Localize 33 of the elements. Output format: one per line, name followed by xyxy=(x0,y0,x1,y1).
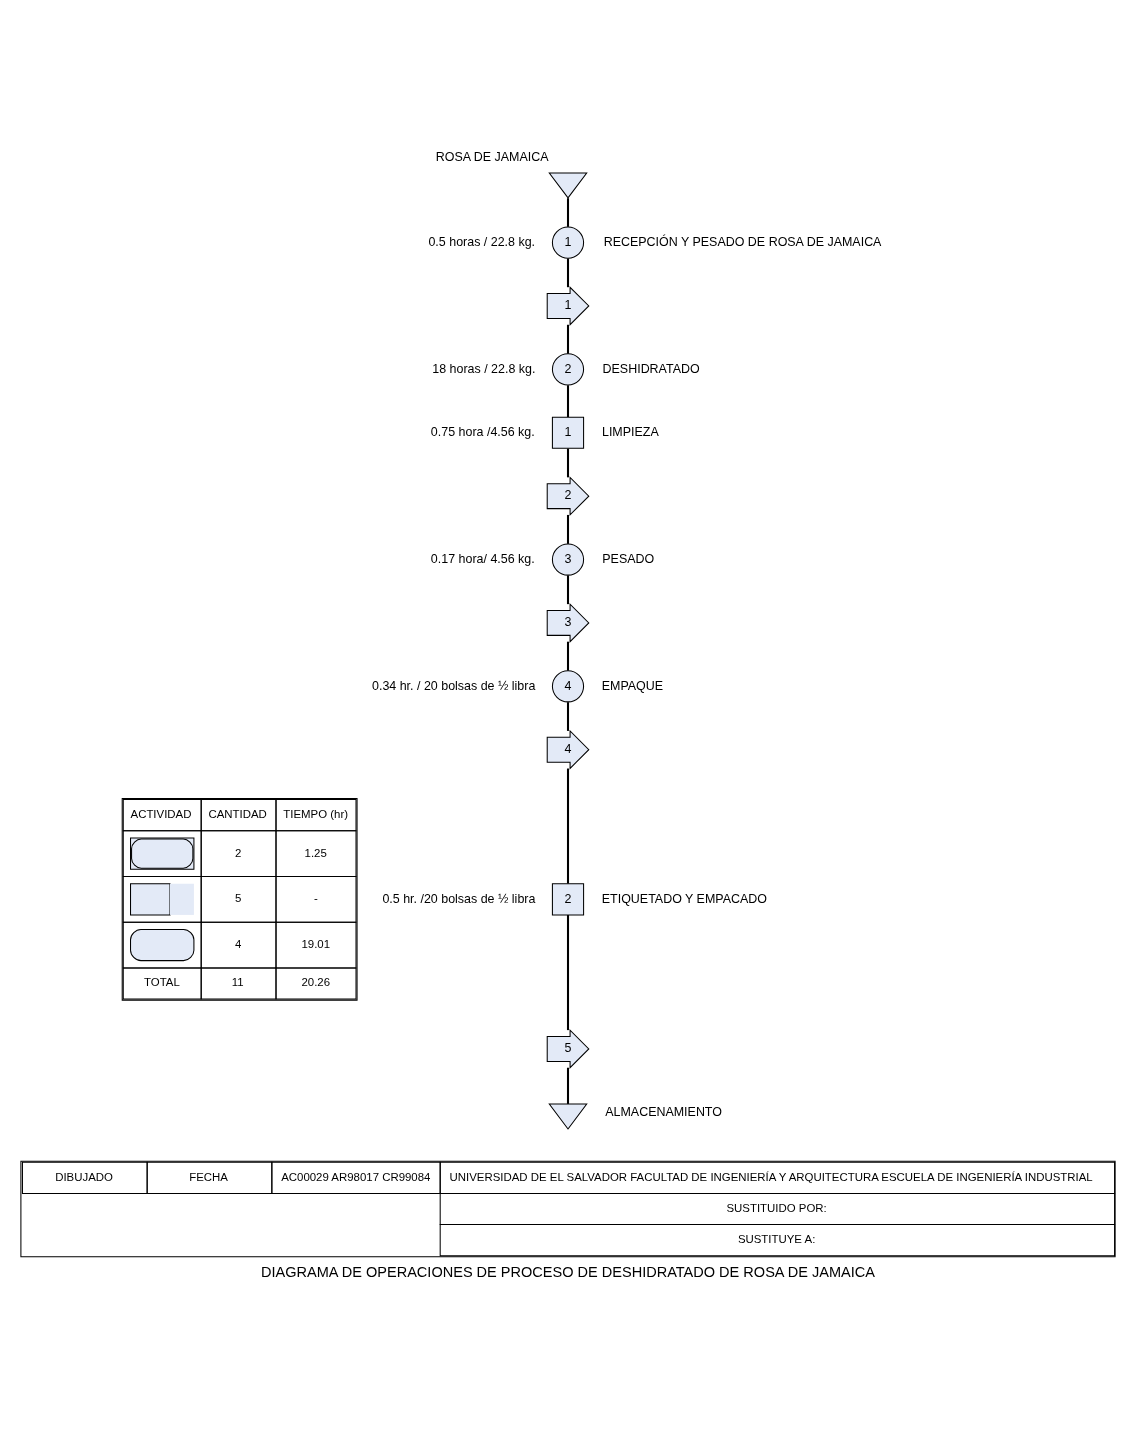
node-label: 0.5 hr. /20 bolsas de ½ libra xyxy=(382,891,536,906)
label: ACTIVIDAD xyxy=(130,808,192,821)
label: SUSTITUIDO POR: xyxy=(726,1201,827,1214)
label: - xyxy=(313,892,318,905)
label: 2 xyxy=(234,846,242,859)
node-label: RECEPCIÓN Y PESADO DE ROSA DE JAMAICA xyxy=(603,234,882,249)
label: 19.01 xyxy=(301,937,331,950)
node-label: ALMACENAMIENTO xyxy=(605,1104,722,1119)
node-label: EMPAQUE xyxy=(601,678,664,693)
node-label: PESADO xyxy=(602,551,655,566)
diagram-title: DIAGRAMA DE OPERACIONES DE PROCESO DE DESHIDRATADO DE ROSA DE JAMAICA xyxy=(261,1263,875,1280)
node-label: 0.5 horas / 22.8 kg. xyxy=(428,234,536,249)
node-label: DESHIDRATADO xyxy=(602,361,700,376)
label: 5 xyxy=(234,892,242,905)
node-label: LIMPIEZA xyxy=(601,424,659,439)
node-label: 18 horas / 22.8 kg. xyxy=(432,361,536,376)
node-label: 0.34 hr. / 20 bolsas de ½ libra xyxy=(372,678,536,693)
label: AC00029 AR98017 CR99084 xyxy=(281,1170,431,1183)
label: SUSTITUYE A: xyxy=(737,1233,816,1246)
label: 4 xyxy=(234,937,242,950)
node-label: ETIQUETADO Y EMPACADO xyxy=(601,891,767,906)
label: TOTAL xyxy=(144,976,180,989)
label: FECHA xyxy=(189,1170,228,1183)
label: 20.26 xyxy=(301,976,331,989)
label: 11 xyxy=(231,976,244,989)
node-label: ROSA DE JAMAICA xyxy=(435,150,549,165)
label: UNIVERSIDAD DE EL SALVADOR FACULTAD DE INGENIERÍA Y ARQUITECTURA ESCUELA DE INGENIERÍA INDUSTRIAL xyxy=(449,1170,1093,1183)
label: 1.25 xyxy=(304,846,327,859)
node-label: 0.17 hora/ 4.56 kg. xyxy=(430,551,535,566)
label: CANTIDAD xyxy=(208,808,267,821)
label: TIEMPO (hr) xyxy=(283,808,349,821)
node-label: 0.75 hora /4.56 kg. xyxy=(430,424,535,439)
label: DIBUJADO xyxy=(55,1170,113,1183)
